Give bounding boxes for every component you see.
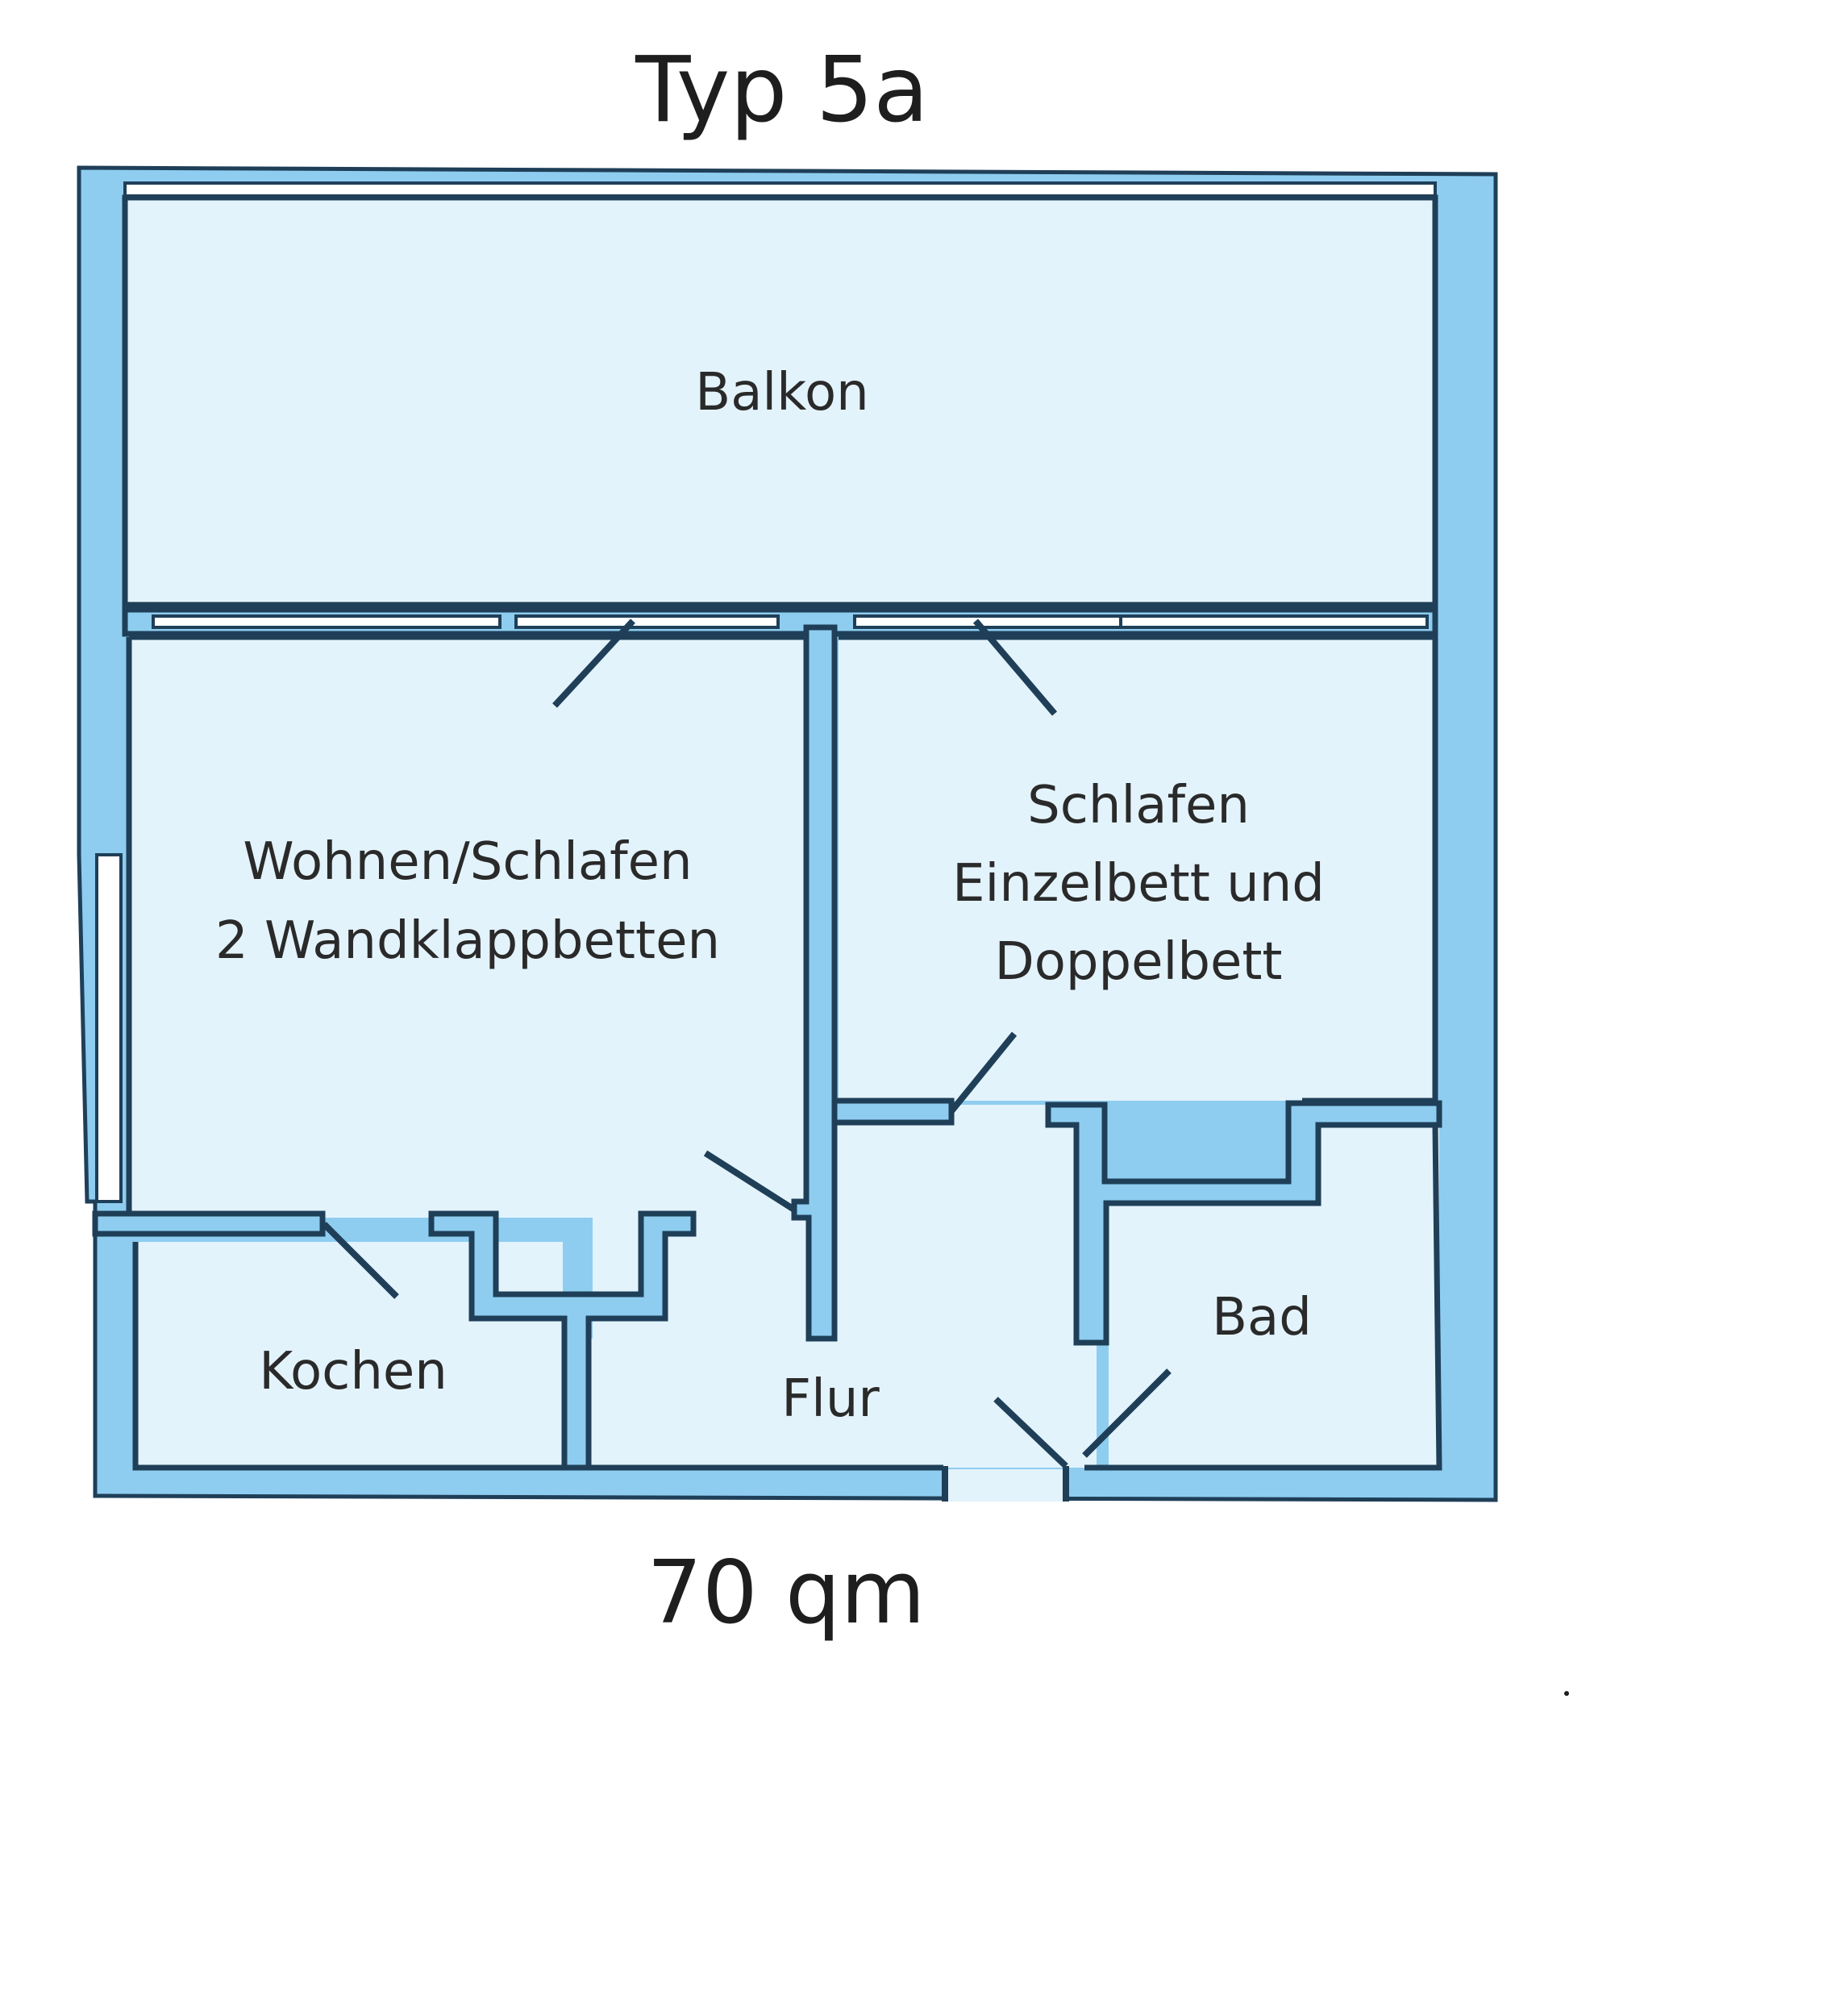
center-wall: [791, 624, 838, 1342]
door-kochen: [322, 1222, 399, 1299]
label-kochen: Kochen: [259, 1342, 447, 1402]
kochen-edge: [132, 1242, 563, 1471]
door-balcony-wohnen: [552, 619, 635, 708]
plan-title: Typ 5a: [635, 38, 929, 143]
label-wohnen-line2: 2 Wandklappbetten: [215, 911, 720, 971]
label-bad: Bad: [1212, 1288, 1312, 1347]
label-wohnen-line1: Wohnen/Schlafen: [243, 832, 692, 892]
label-flur: Flur: [781, 1369, 880, 1429]
balcony-floor: [125, 198, 1435, 605]
entrance-opening: [945, 1469, 1066, 1502]
balcony-window-2: [514, 614, 780, 629]
balcony-window-1: [152, 614, 502, 629]
label-schlafen-line1: Schlafen: [1027, 776, 1250, 835]
balcony-window-4: [1119, 614, 1429, 629]
door-balcony-schlafen: [972, 619, 1058, 716]
flur-floor: [589, 1105, 1097, 1468]
balcony-railing: [123, 181, 1437, 198]
door-bad: [1082, 1368, 1172, 1458]
bedroom-lower-wall-left: [831, 1098, 955, 1126]
area-label: 70 qm: [647, 1543, 926, 1643]
balcony-window-3: [853, 614, 1122, 629]
bad-floor: [1109, 1125, 1439, 1468]
bath-wall: [1045, 1100, 1442, 1346]
schlafen-floor: [839, 637, 1435, 1101]
kitchen-niche-wall: [428, 1210, 697, 1471]
wohnen-floor: [129, 637, 806, 1218]
label-schlafen-line2: Einzelbett und: [952, 854, 1325, 914]
kitchen-top-wall: [92, 1210, 326, 1237]
door-wohnen-flur: [703, 1150, 797, 1213]
bad-edge: [1084, 1124, 1442, 1471]
label-balkon: Balkon: [695, 363, 868, 423]
left-window: [95, 853, 123, 1203]
door-entrance-left: [993, 1397, 1068, 1468]
stray-dot: [1564, 1691, 1569, 1696]
label-schlafen-line3: Doppelbett: [994, 932, 1282, 992]
door-schlafen-flur: [948, 1031, 1018, 1114]
